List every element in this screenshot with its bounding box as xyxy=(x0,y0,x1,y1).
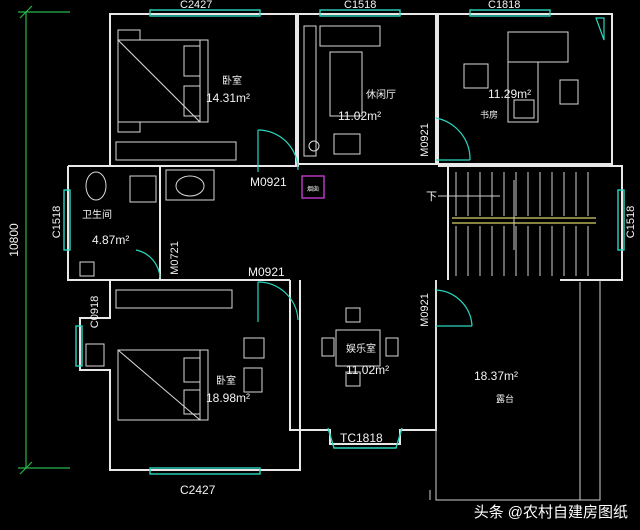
window-label-bottom: C2427 xyxy=(180,483,216,497)
room-area-study: 11.29m² xyxy=(488,87,531,101)
room-area-bedroom-bottom: 18.98m² xyxy=(206,391,250,405)
window-label-top-left: C2427 xyxy=(180,0,212,11)
room-name-study: 书房 xyxy=(480,109,498,120)
room-area-terrace: 18.37m² xyxy=(474,369,518,383)
door-label-stair: M0921 xyxy=(419,293,431,327)
room-name-recreation: 娱乐室 xyxy=(346,342,376,355)
bathroom-fixtures xyxy=(79,169,215,277)
room-area-living: 11.02m² xyxy=(338,109,381,123)
doors xyxy=(135,17,605,327)
door-label-bed-top: M0921 xyxy=(250,175,287,189)
dimension-line xyxy=(18,5,70,475)
watermark-author: @农村自建房图纸 xyxy=(507,504,628,521)
recreation-table xyxy=(321,307,399,387)
room-name-terrace: 露台 xyxy=(496,393,514,404)
overall-height-label: 10800 xyxy=(7,223,21,257)
study-desk xyxy=(463,31,579,123)
watermark-source: 头条 xyxy=(473,504,504,521)
watermark: 头条 @农村自建房图纸 xyxy=(474,501,628,522)
bed-bottom xyxy=(85,289,265,421)
door-label-study: M0921 xyxy=(419,123,431,157)
window-label-bay: TC1818 xyxy=(340,431,383,445)
room-name-bathroom: 卫生间 xyxy=(82,208,112,221)
stair-down-label: 下 xyxy=(426,191,437,203)
window-label-bed-bottom-left: C0918 xyxy=(89,296,101,328)
kitchen-counter xyxy=(303,25,381,157)
chimney-shaft xyxy=(301,175,325,199)
room-name-living: 休闲厅 xyxy=(366,88,396,101)
walls xyxy=(67,13,623,501)
window-label-bath: C1518 xyxy=(51,206,63,238)
room-area-bathroom: 4.87m² xyxy=(92,233,129,247)
bed-top xyxy=(115,29,237,161)
room-area-recreation: 11.02m² xyxy=(346,363,389,377)
room-name-bedroom-bottom: 卧室 xyxy=(216,374,236,387)
window-label-stair: C1518 xyxy=(625,206,637,238)
door-label-bed-bottom: M0921 xyxy=(248,265,285,279)
staircase xyxy=(438,172,596,276)
door-label-bath: M0721 xyxy=(169,241,181,275)
windows xyxy=(63,9,625,475)
window-label-top-right: C1818 xyxy=(488,0,520,11)
chimney-label: 烟囱 xyxy=(307,185,319,193)
window-label-top-mid: C1518 xyxy=(344,0,376,11)
room-area-bedroom-top: 14.31m² xyxy=(206,91,250,105)
room-name-bedroom-top: 卧室 xyxy=(222,74,242,87)
